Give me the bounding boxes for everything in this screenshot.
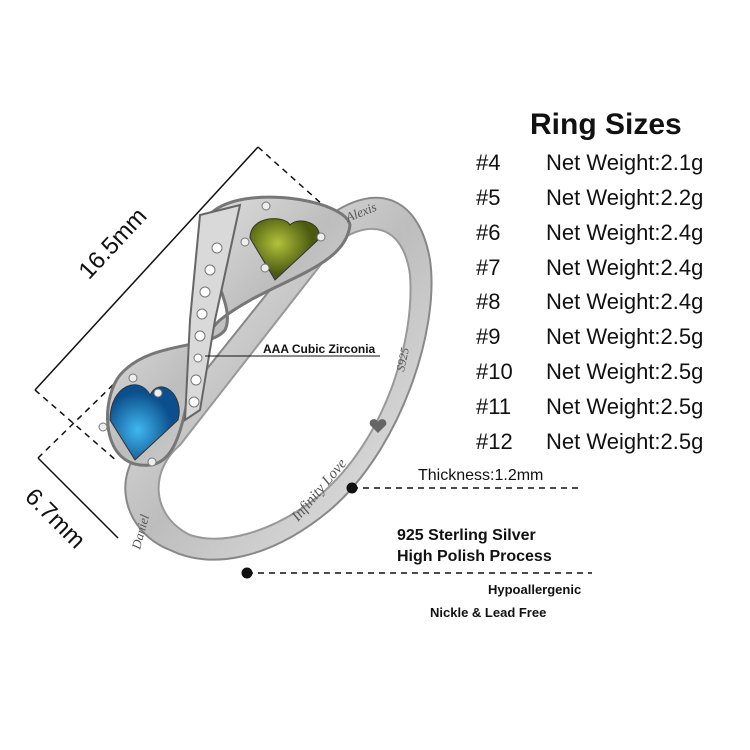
- weight-label: Net Weight:2.4g: [546, 255, 704, 280]
- weight-label: Net Weight:2.5g: [546, 394, 704, 419]
- size-label: #8: [476, 289, 501, 314]
- material-label: 925 Sterling Silver: [397, 527, 536, 544]
- leader-lines: [205, 355, 592, 579]
- size-label: #9: [476, 324, 501, 349]
- size-label: #7: [476, 255, 501, 280]
- weight-label: Net Weight:2.4g: [546, 220, 704, 245]
- weight-label: Net Weight:2.1g: [546, 150, 704, 175]
- size-label: #6: [476, 220, 501, 245]
- thickness-label: Thickness:1.2mm: [418, 467, 544, 484]
- blue-heart-stone: [109, 384, 180, 461]
- finish-label: High Polish Process: [397, 548, 552, 565]
- size-label: #4: [476, 150, 501, 175]
- ring-sizes-title: Ring Sizes: [530, 108, 682, 141]
- weight-label: Net Weight:2.4g: [546, 289, 704, 314]
- size-label: #11: [476, 394, 512, 419]
- hypoallergenic-label: Hypoallergenic: [488, 582, 582, 597]
- weight-label: Net Weight:2.5g: [546, 359, 704, 384]
- engraving-stamp: S925: [393, 346, 412, 372]
- size-label: #10: [476, 359, 513, 384]
- size-label: #12: [476, 429, 513, 454]
- heart-engraving-icon: [369, 419, 387, 433]
- nickel-lead-free-label: Nickle & Lead Free: [430, 605, 547, 620]
- weight-label: Net Weight:2.5g: [546, 429, 704, 454]
- infinity-setting: [98, 195, 352, 467]
- weight-label: Net Weight:2.2g: [546, 185, 704, 210]
- cubic-zirconia-stones: [188, 242, 223, 408]
- ring-band: [124, 196, 433, 561]
- weight-label: Net Weight:2.5g: [546, 324, 704, 349]
- cubic-zirconia-label: AAA Cubic Zirconia: [263, 342, 376, 356]
- size-label: #5: [476, 185, 501, 210]
